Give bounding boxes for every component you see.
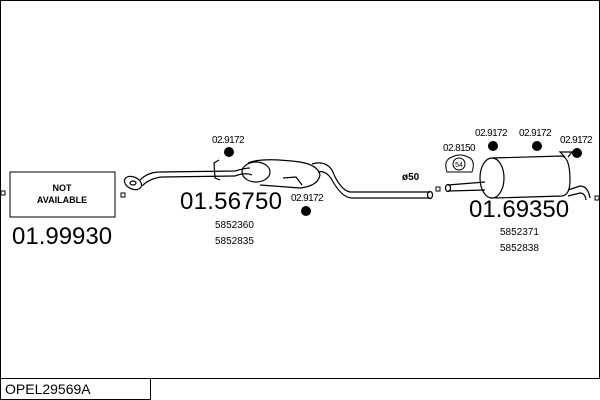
flange-hole [129, 180, 137, 186]
part-not-available[interactable]: NOT AVAILABLE 01.99930 [9, 171, 116, 250]
inlet-pipe [447, 181, 486, 192]
connector-marker [120, 192, 126, 198]
rubber-mount-icon [224, 147, 234, 157]
rear-pipe [311, 162, 430, 199]
oe-ref: 5852360 [215, 220, 254, 231]
hanger [558, 151, 574, 158]
silencer-inlet [282, 176, 303, 186]
connector-marker [0, 190, 6, 196]
pipe-end [426, 190, 434, 200]
rubber-mount-icon [532, 141, 542, 151]
silencer-end [241, 161, 271, 183]
clamp-number: 02.9172 [519, 128, 552, 139]
not-label: NOT [53, 183, 73, 193]
rubber-mount-icon [301, 206, 311, 216]
rear-silencer-drawing[interactable]: 01.69350 5852371 5852838 [444, 151, 591, 254]
rubber-mount-icon [572, 148, 582, 158]
pipe-diameter-label: ø50 [402, 172, 420, 183]
pipe-end [444, 183, 452, 193]
silencer-end [479, 157, 505, 199]
rubber-mount-icon [488, 141, 498, 151]
gasket-size: 54 [455, 162, 463, 169]
not-available-box [9, 171, 116, 218]
clamp-2[interactable]: 02.9172 [291, 193, 325, 216]
part-number: 01.56750 [180, 188, 282, 215]
oe-ref: 5852371 [500, 227, 539, 238]
clamp-4[interactable]: 02.9172 [519, 128, 553, 151]
gasket-ring [452, 157, 466, 171]
front-pipe [139, 167, 253, 187]
clamp-number: 02.9172 [475, 128, 508, 139]
oe-ref: 5852838 [500, 243, 539, 254]
tail-pipe [567, 185, 591, 201]
diagram-code: OPEL29569A [5, 381, 91, 397]
clamp-5[interactable]: 02.9172 [560, 135, 594, 158]
part-number: 01.99930 [12, 223, 112, 250]
flange [123, 175, 143, 191]
connector-marker [435, 186, 441, 192]
clamp-number: 02.9172 [212, 135, 245, 146]
clamp-1[interactable]: 02.9172 [212, 135, 246, 157]
gasket-number: 02.8150 [443, 143, 476, 154]
clamp-number: 02.9172 [560, 135, 593, 146]
clamp-number: 02.9172 [291, 193, 324, 204]
silencer-body [491, 155, 571, 199]
gasket[interactable]: 02.8150 54 [443, 143, 477, 173]
silencer-body [247, 159, 321, 189]
hanger [213, 159, 221, 181]
connector-marker [594, 195, 600, 201]
part-number: 01.69350 [469, 196, 569, 223]
available-label: AVAILABLE [37, 195, 87, 205]
middle-silencer-drawing[interactable]: 01.56750 5852360 5852835 [122, 159, 434, 247]
clamp-3[interactable]: 02.9172 [475, 128, 509, 151]
oe-ref: 5852835 [215, 236, 254, 247]
